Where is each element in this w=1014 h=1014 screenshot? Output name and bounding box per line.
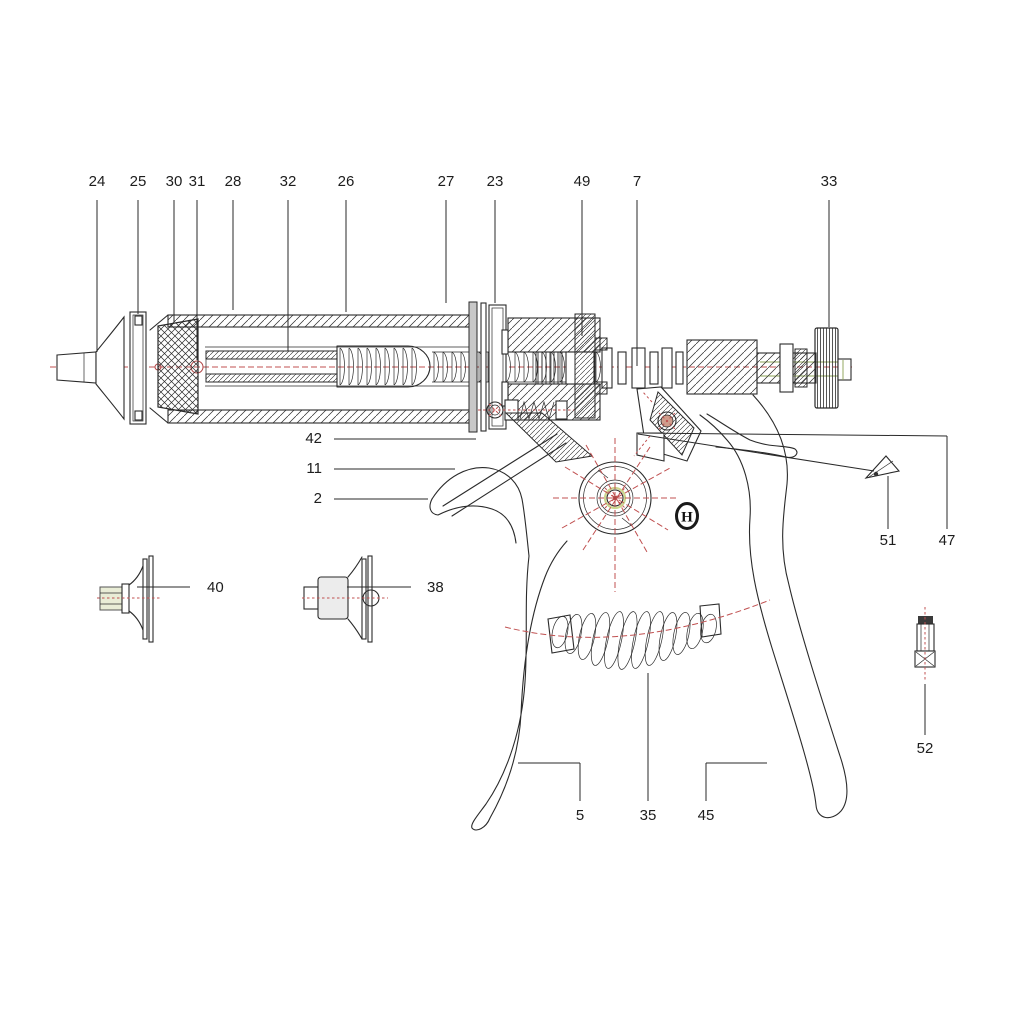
part-label-35: 35 — [640, 807, 657, 824]
part-label-27: 27 — [438, 173, 455, 190]
rear-flange — [574, 313, 608, 419]
part-label-42: 42 — [305, 430, 322, 447]
latch-lever — [633, 386, 702, 462]
part-label-51: 51 — [880, 532, 897, 549]
part-label-40: 40 — [207, 579, 224, 596]
fitting-40 — [97, 555, 160, 643]
end-cap — [95, 311, 147, 425]
part-label-32: 32 — [280, 173, 297, 190]
part-label-49: 49 — [574, 173, 591, 190]
rear-collar — [686, 339, 817, 395]
rear-handle-leg — [699, 394, 848, 819]
knurled-nut — [157, 318, 199, 415]
adjust-knob — [814, 327, 852, 409]
rear-spur — [706, 413, 798, 458]
callout-layer: 24 25 30 31 28 32 26 27 23 49 7 33 42 11 2 51 47 40 38 52 5 3… — [89, 173, 956, 824]
part-label-7: 7 — [633, 173, 641, 190]
nozzle-tip — [56, 351, 97, 384]
maker-mark-letter: H — [681, 510, 693, 526]
part-label-38: 38 — [427, 579, 444, 596]
part-label-25: 25 — [130, 173, 147, 190]
main-spring — [504, 599, 771, 670]
front-handle-leg — [471, 540, 568, 831]
part-label-30: 30 — [166, 173, 183, 190]
part-label-26: 26 — [338, 173, 355, 190]
part-label-2: 2 — [314, 490, 322, 507]
trigger-hook — [431, 466, 530, 557]
part-label-28: 28 — [225, 173, 242, 190]
part-label-5: 5 — [576, 807, 584, 824]
leader-line-51 — [637, 433, 875, 472]
part-label-24: 24 — [89, 173, 106, 190]
clip-51 — [864, 455, 901, 479]
pin-52 — [914, 607, 936, 682]
grip-body — [429, 394, 848, 831]
part-label-52: 52 — [917, 740, 934, 757]
part-label-23: 23 — [487, 173, 504, 190]
part-label-33: 33 — [821, 173, 838, 190]
fitting-38 — [302, 555, 388, 643]
latch-screw-icon — [657, 411, 677, 431]
part-label-47: 47 — [939, 532, 956, 549]
part-label-45: 45 — [698, 807, 715, 824]
part-label-31: 31 — [189, 173, 206, 190]
pivot-wheel — [553, 438, 677, 592]
maker-mark-emblem: H — [675, 502, 699, 530]
leader-line-47 — [638, 432, 948, 437]
part-label-11: 11 — [306, 460, 322, 477]
